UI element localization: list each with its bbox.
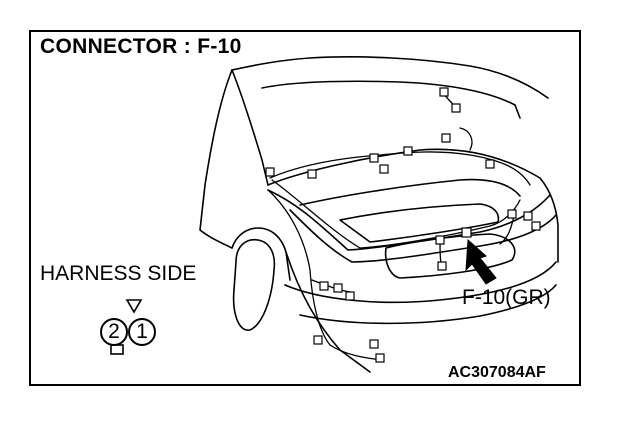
body-side (199, 69, 233, 249)
plate-recess (339, 203, 500, 243)
trunk-lid-top (267, 148, 541, 186)
connector-18 (313, 335, 323, 345)
connector-11 (523, 211, 533, 221)
connector-15 (319, 281, 329, 291)
trunk-lower (289, 209, 557, 263)
connector-13 (435, 235, 445, 245)
connector-4 (379, 164, 389, 174)
trunk-inner (299, 178, 521, 206)
connector-19 (369, 339, 379, 349)
connector-20 (375, 353, 385, 363)
figure-code: AC307084AF (448, 364, 546, 381)
harness-trunk-lid-branch (271, 179, 521, 249)
connector-pin-1: 1 (128, 318, 156, 346)
harness-right (459, 127, 473, 151)
pin-1-marker-triangle (125, 299, 143, 314)
connector-16 (333, 283, 343, 293)
connector-5 (403, 146, 413, 156)
connector-pin-2: 2 (100, 318, 128, 346)
f10-callout-label: F-10(GR) (462, 286, 551, 309)
lower-body (285, 251, 371, 373)
connector-12 (531, 221, 541, 231)
c-pillar (231, 69, 269, 186)
harness-left-branch (311, 279, 351, 293)
connector-3 (369, 153, 379, 163)
connector-10 (507, 209, 517, 219)
rear-quarter (539, 177, 559, 263)
rear-wheel-arch (231, 227, 291, 281)
rear-window (261, 80, 521, 119)
connector-1 (265, 167, 275, 177)
connector-8 (441, 133, 451, 143)
harness-left-drop (267, 189, 383, 361)
harness-side-label: HARNESS SIDE (40, 262, 197, 285)
connector-f10 (461, 227, 472, 238)
roof-line (231, 56, 549, 99)
tail-light (384, 233, 516, 279)
connector-14 (437, 261, 447, 271)
bumper (284, 261, 557, 304)
connector-6 (439, 87, 449, 97)
connector-7 (451, 103, 461, 113)
bumper-lower (299, 284, 557, 325)
f10-pointer-arrow (465, 238, 497, 285)
connector-17 (345, 291, 355, 301)
connector-title: CONNECTOR : F-10 (40, 35, 242, 58)
harness-trunk-lid (269, 151, 531, 186)
connector-9 (485, 159, 495, 169)
rear-wheel (232, 238, 276, 331)
connector-2 (307, 169, 317, 179)
connector-lock-tab (110, 344, 124, 355)
